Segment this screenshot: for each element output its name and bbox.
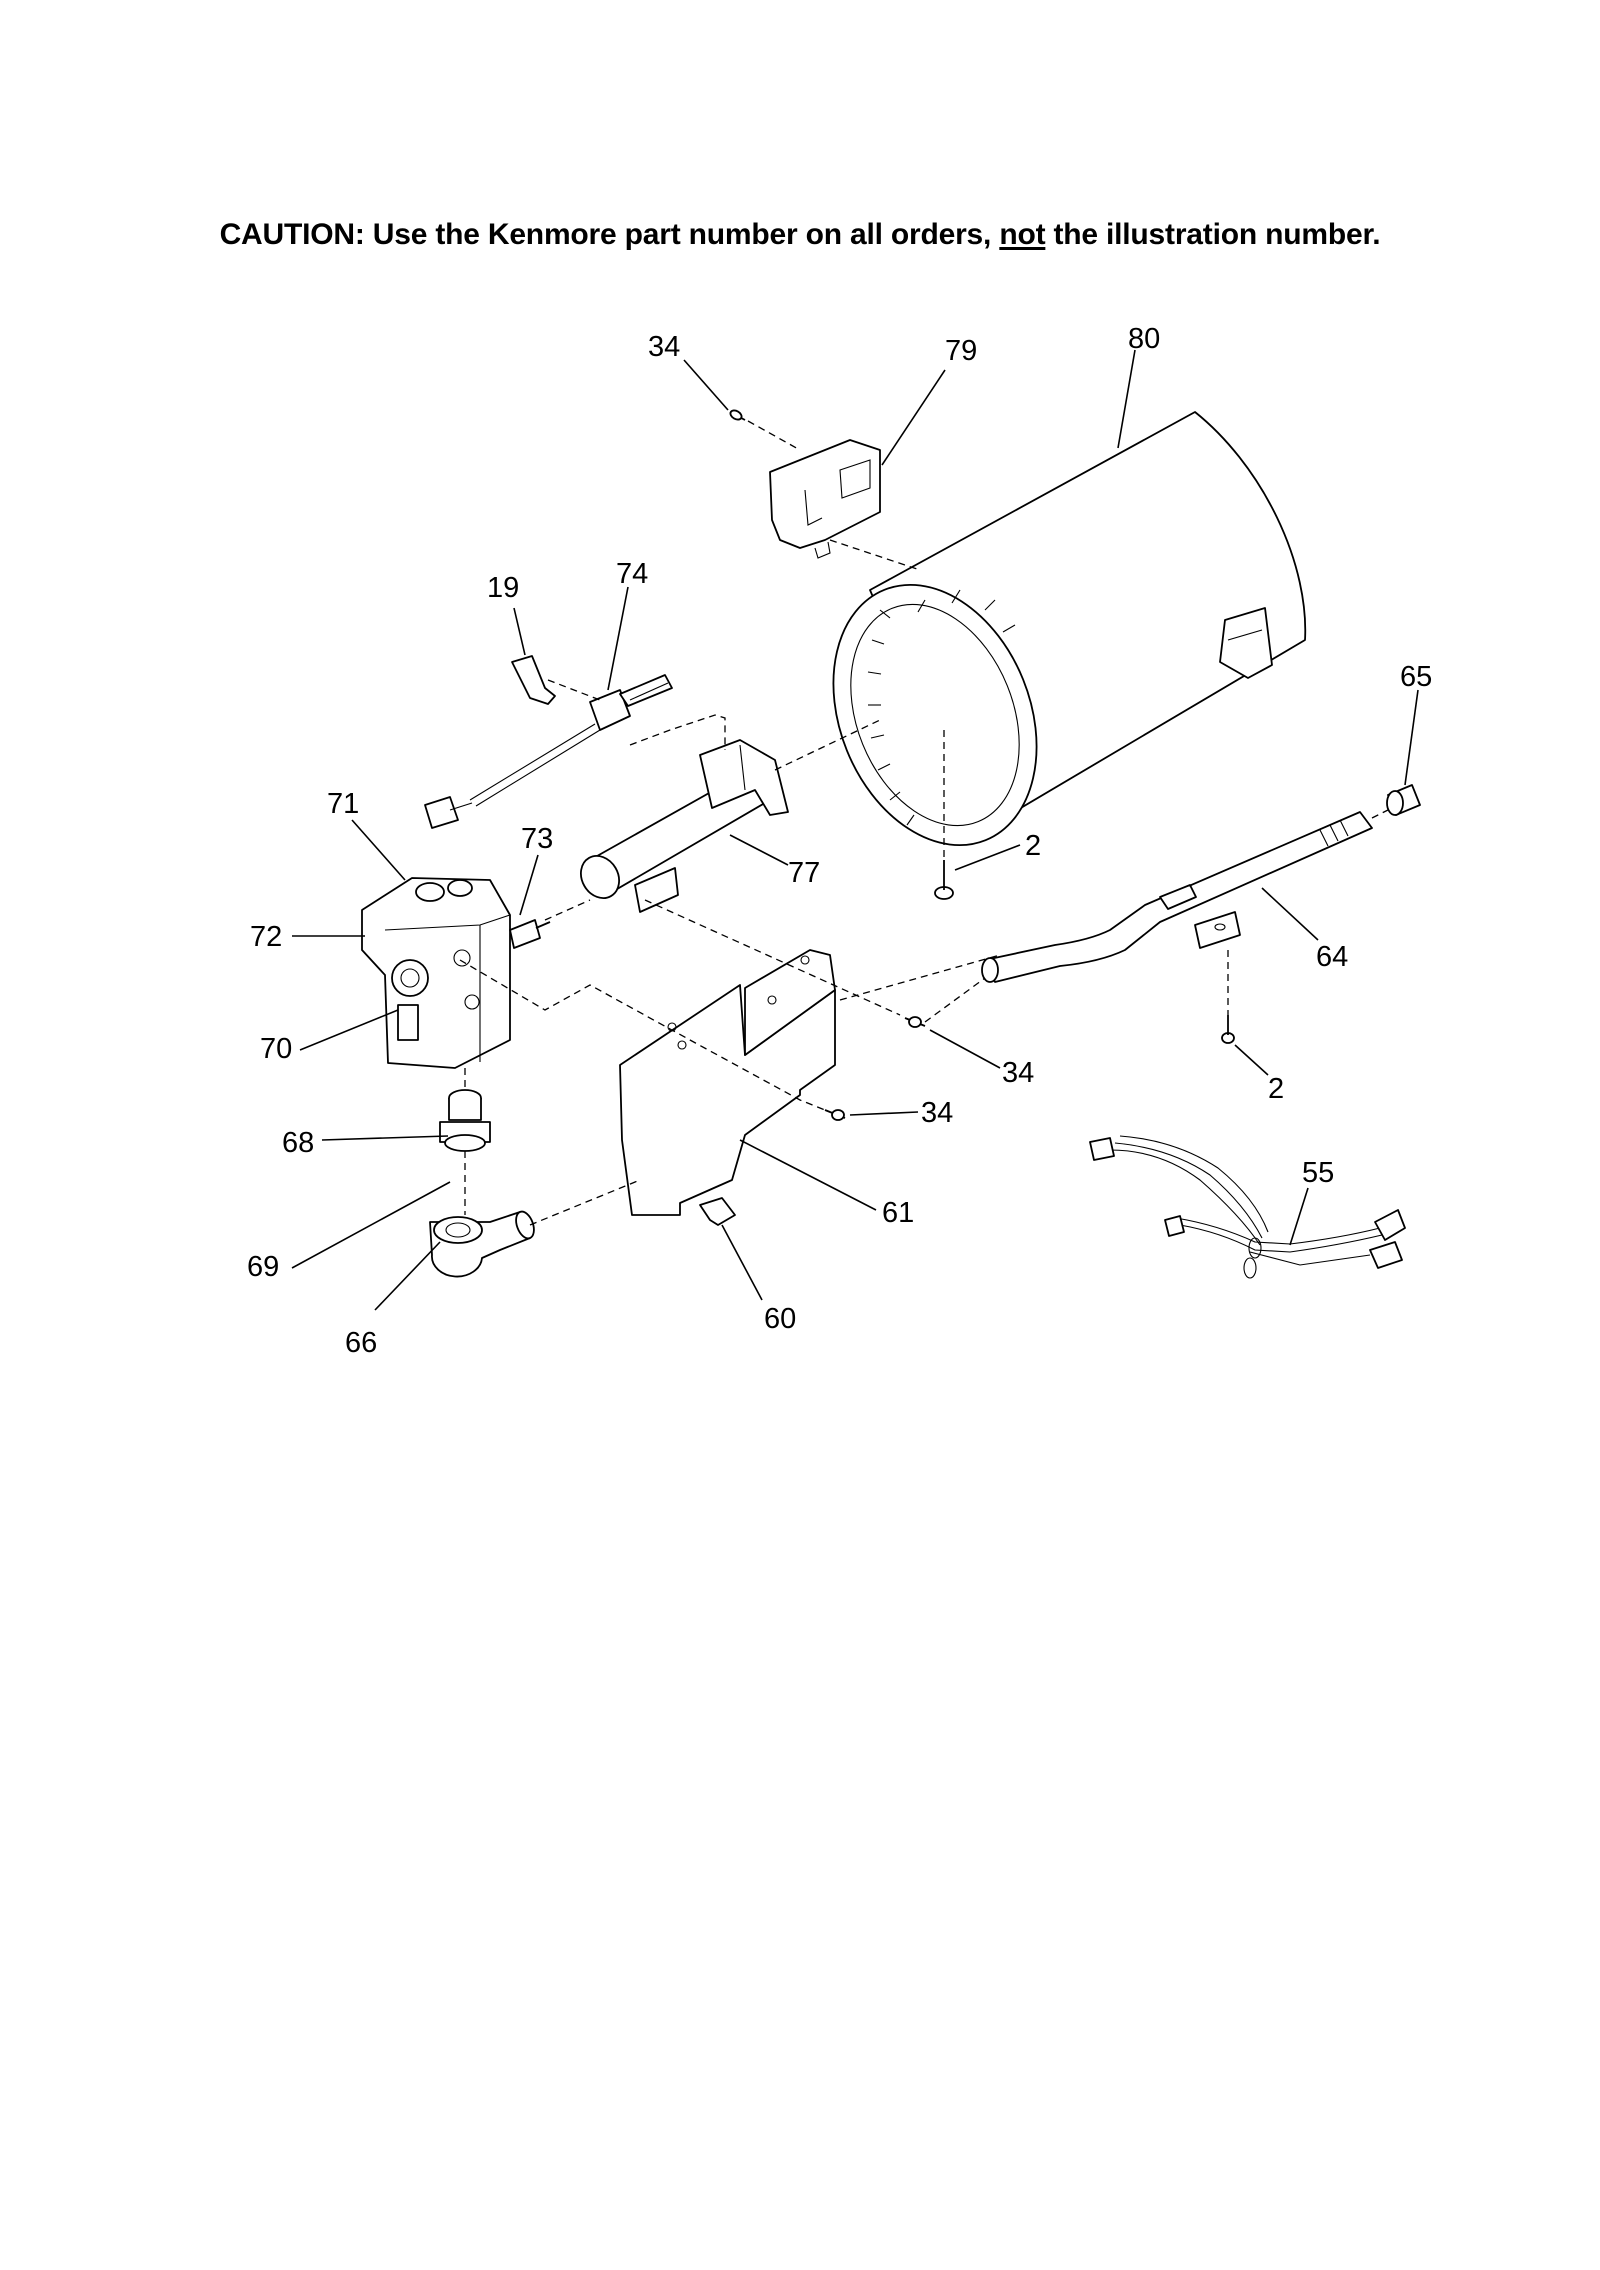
screw-34-middle [904,1016,926,1028]
callout-66: 66 [345,1327,377,1359]
callout-77: 77 [788,857,820,889]
part-70-gas-valve [361,877,551,1069]
callout-34-top: 34 [648,331,680,363]
callout-68: 68 [282,1127,314,1159]
screw-34-lower [824,1109,846,1121]
caution-prefix: CAUTION: Use the Kenmore part number on … [219,218,1000,251]
callout-74: 74 [616,558,648,590]
callout-labels: 34 79 80 19 74 65 71 73 2 77 72 64 70 34… [247,323,1432,1359]
part-77-burner [580,739,789,913]
assembly-lines [459,420,1389,1226]
part-68-orifice [448,1089,482,1121]
callout-34-middle: 34 [1002,1057,1034,1089]
part-65-pipe-cap [1386,784,1421,816]
callout-64: 64 [1316,941,1348,973]
callout-72: 72 [250,921,282,953]
callout-79: 79 [945,335,977,367]
callout-60: 60 [764,1303,796,1335]
callout-2-upper: 2 [1025,830,1041,862]
callout-55: 55 [1302,1157,1334,1189]
leader-lines [291,349,1419,1311]
callout-73: 73 [521,823,553,855]
callout-19: 19 [487,572,519,604]
part-74-igniter [424,674,673,829]
part-66-elbow [429,1210,535,1278]
part-19-clip [511,655,556,705]
caution-emphasis: not [999,218,1046,251]
part-55-wire-harness [1089,1135,1406,1279]
caution-notice: CAUTION: Use the Kenmore part number on … [0,218,1600,252]
part-64-gas-pipe [981,811,1373,983]
callout-65: 65 [1400,661,1432,693]
callout-71: 71 [327,788,359,820]
screw-2-under-tube [934,860,954,900]
caution-suffix: the illustration number. [1045,218,1381,251]
part-61-mounting-plate [619,949,836,1216]
callout-2-lower: 2 [1268,1073,1284,1105]
screw-34-top [729,409,746,421]
part-80-combustion-tube [832,411,1307,847]
callout-69: 69 [247,1251,279,1283]
part-69-fitting [439,1121,491,1152]
callout-80: 80 [1128,323,1160,355]
callout-70: 70 [260,1033,292,1065]
part-60-clip [699,1197,736,1226]
callout-61: 61 [882,1197,914,1229]
part-79-bracket [769,439,881,559]
callout-34-lower: 34 [921,1097,953,1129]
screw-2-under-pipe [1221,1015,1235,1044]
